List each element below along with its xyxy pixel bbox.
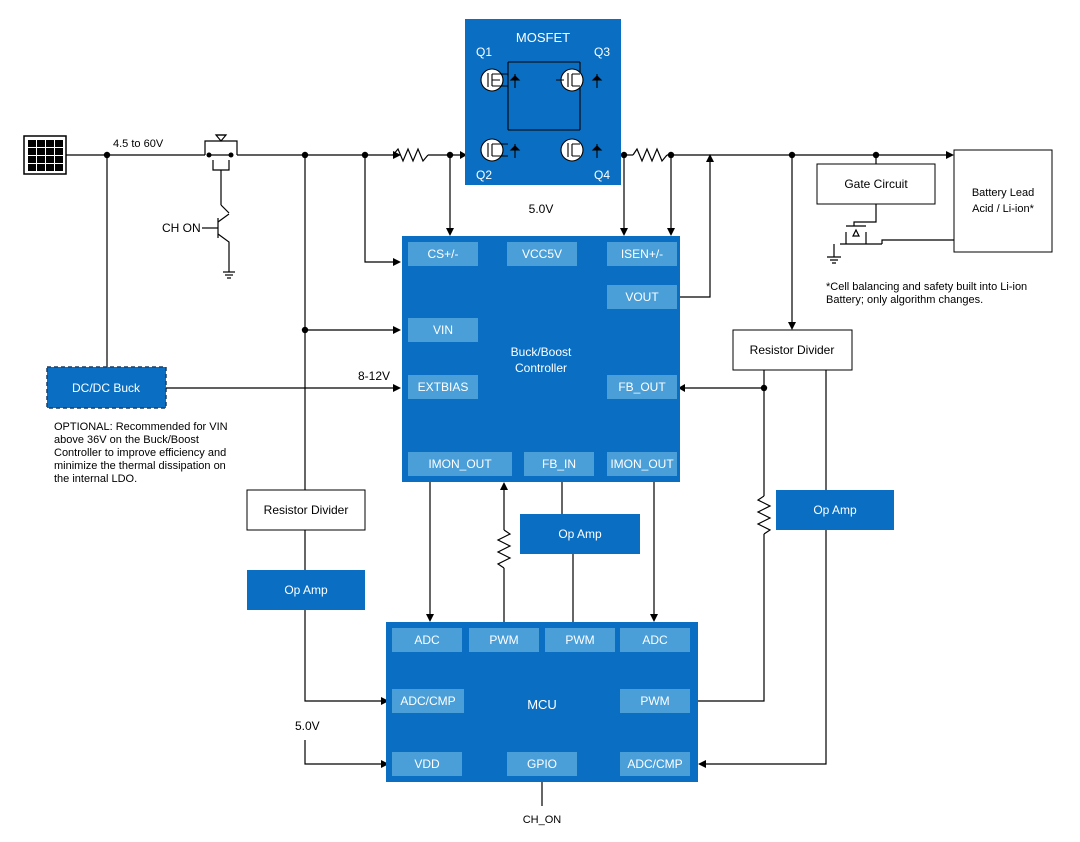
dcdc-buck-label: DC/DC Buck: [72, 381, 141, 395]
input-voltage-label: 4.5 to 60V: [113, 138, 164, 150]
solar-panel-icon: [23, 135, 67, 175]
op-amp-right-label: Op Amp: [813, 503, 857, 517]
optional-note-line1: OPTIONAL: Recommended for VIN: [54, 421, 228, 433]
ch-on-output-label: CH_ON: [523, 814, 562, 826]
mcu-pin-gpio: GPIO: [527, 757, 557, 771]
resistor-output-icon: [632, 147, 668, 163]
resistor-input-icon: [392, 147, 429, 163]
mcu-pin-vdd: VDD: [414, 757, 440, 771]
battery-note: *Cell balancing and safety built into Li…: [826, 281, 1027, 306]
mcu-pin-pwm-top-2: PWM: [565, 633, 594, 647]
mcu-5v-label: 5.0V: [295, 719, 320, 733]
pin-imon-out-left: IMON_OUT: [428, 457, 492, 471]
mosfet-title: MOSFET: [516, 30, 570, 45]
input-rail-wires: [66, 154, 946, 490]
mcu-pin-pwm-right: PWM: [640, 694, 669, 708]
mcu-pin-adc-cmp-right: ADC/CMP: [627, 757, 682, 771]
battery-switch-mosfet-icon: [827, 204, 954, 264]
buck-boost-controller: [402, 236, 680, 482]
battery-note-line1: *Cell balancing and safety built into Li…: [826, 281, 1027, 293]
pin-vout: VOUT: [625, 290, 659, 304]
pin-extbias: EXTBIAS: [418, 380, 469, 394]
op-amp-left-label: Op Amp: [284, 583, 328, 597]
pin-isen: ISEN+/-: [621, 247, 663, 261]
q1-label: Q1: [476, 45, 492, 59]
q2-label: Q2: [476, 168, 492, 182]
battery-block: [953, 149, 1053, 253]
gate-circuit-label: Gate Circuit: [844, 177, 908, 191]
resistor-divider-right: [732, 329, 853, 371]
resistor-divider-left: [246, 489, 366, 531]
optional-note: OPTIONAL: Recommended for VIN above 36V …: [54, 421, 228, 485]
optional-note-line5: the internal LDO.: [54, 473, 137, 485]
ch-on-gate-label: CH ON: [162, 221, 201, 235]
arrowheads: [381, 151, 954, 768]
optional-note-line4: minimize the thermal dissipation on: [54, 460, 226, 472]
mcu-pin-adc-cmp-left: ADC/CMP: [400, 694, 455, 708]
mcu-pin-adc-top-right: ADC: [642, 633, 668, 647]
pin-vin: VIN: [433, 323, 453, 337]
pin-cs: CS+/-: [427, 247, 458, 261]
resistor-divider-right-label: Resistor Divider: [750, 343, 835, 357]
input-mosfet-icon: [204, 134, 238, 205]
op-amp-middle: [520, 514, 640, 554]
optional-note-line3: Controller to improve efficiency and: [54, 447, 226, 459]
battery-label-line1: Battery Lead: [972, 187, 1034, 199]
op-amp-left: [247, 570, 365, 610]
mcu-title: MCU: [527, 697, 557, 712]
mcu-pins: ADC PWM PWM ADC ADC/CMP PWM VDD GPIO ADC…: [392, 628, 690, 776]
junction-dots: [103, 151, 880, 392]
h-bridge-icon: [480, 61, 603, 162]
op-amp-middle-label: Op Amp: [558, 527, 602, 541]
mcu-pin-pwm-top-1: PWM: [489, 633, 518, 647]
op-amp-right: [776, 490, 894, 530]
dcdc-buck-block: [46, 366, 167, 409]
vcc-5v-label: 5.0V: [529, 202, 554, 216]
controller-title-line2: Controller: [515, 361, 567, 375]
battery-note-line2: Battery; only algorithm changes.: [826, 294, 983, 306]
bias-voltage-label: 8-12V: [358, 369, 390, 383]
pin-fb-out: FB_OUT: [618, 380, 666, 394]
ch-on-transistor-icon: [202, 204, 235, 279]
q4-label: Q4: [594, 168, 610, 182]
q3-label: Q3: [594, 45, 610, 59]
optional-note-line2: above 36V on the Buck/Boost: [54, 434, 199, 446]
controller-pins: CS+/- VCC5V ISEN+/- VOUT VIN EXTBIAS FB_…: [408, 242, 677, 476]
gate-circuit-block: [816, 163, 936, 205]
mcu-pin-adc-top-left: ADC: [414, 633, 440, 647]
battery-label-line2: Acid / Li-ion*: [972, 203, 1034, 215]
controller-title-line1: Buck/Boost: [511, 345, 572, 359]
pin-fb-in: FB_IN: [542, 457, 576, 471]
resistor-divider-left-label: Resistor Divider: [264, 503, 349, 517]
pin-imon-out-right: IMON_OUT: [610, 457, 674, 471]
pin-vcc5v: VCC5V: [522, 247, 562, 261]
